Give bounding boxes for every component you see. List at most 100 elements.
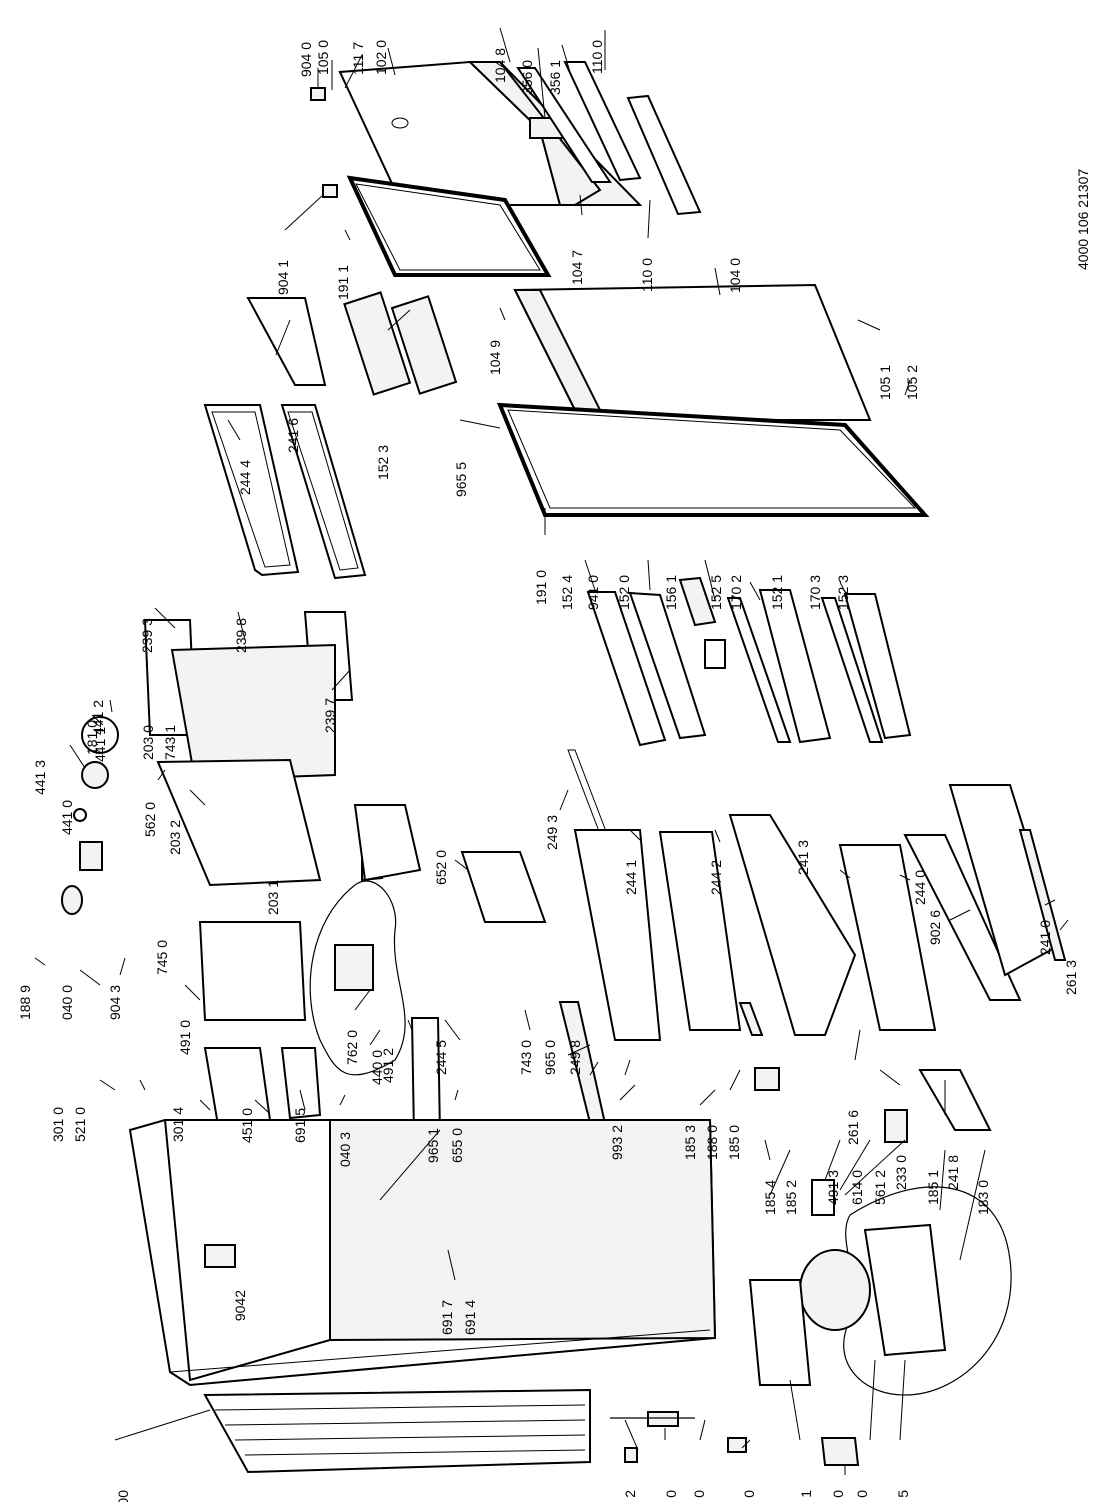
part-label-1523b: 152 3: [835, 575, 851, 610]
lower-drawer-parts: [754, 1067, 992, 1216]
part-label-7431: 743 1: [162, 725, 178, 760]
fridge-door-gasket: [496, 402, 930, 517]
part-label-9043: 904 3: [107, 985, 123, 1020]
part-label-1047: 104 7: [569, 250, 585, 285]
document-code: 4000 106 21307: [1075, 169, 1091, 270]
part-label-1525: 152 5: [708, 575, 724, 610]
part-label-3010: 301 0: [50, 1107, 66, 1142]
control-box: [309, 804, 422, 1076]
part-label-4410: 441 0: [59, 800, 75, 835]
part-label-0403: 040 3: [337, 1132, 353, 1167]
part-label-1100a: 110 0: [589, 40, 605, 74]
part-label-2442: 244 2: [708, 860, 724, 895]
part-label-2445: 244 5: [433, 1040, 449, 1075]
part-label-1911: 191 1: [335, 265, 351, 300]
part-label-3014: 301 4: [170, 1107, 186, 1142]
part-label-1051: 105 1: [877, 365, 893, 400]
part-label-7620: 762 0: [344, 1030, 360, 1065]
part-label-1880: 188 0: [704, 1125, 720, 1160]
part-label-2032: 203 2: [167, 820, 183, 855]
freezer-door-gasket: [346, 175, 552, 277]
part-label-4021: 402 1: [798, 1490, 814, 1502]
part-label-4910: 491 0: [177, 1020, 193, 1055]
part-label-1100b: 110 0: [639, 258, 655, 292]
part-label-4411: 441 1: [92, 727, 108, 762]
part-label-4020: 402 0: [854, 1490, 870, 1502]
part-label-4400: 440 0: [369, 1050, 385, 1085]
part-label-2418: 241 8: [945, 1155, 961, 1190]
part-label-9042: 9042: [232, 1290, 248, 1321]
part-label-2441: 244 1: [623, 860, 639, 895]
crisper-area: [410, 749, 1067, 1156]
part-label-2330: 233 0: [893, 1155, 909, 1190]
freezer-internal-components: [143, 611, 354, 1127]
part-label-6917: 691 7: [439, 1300, 455, 1335]
part-label-1048: 104 8: [492, 48, 508, 83]
part-label-1561: 156 1: [663, 575, 679, 610]
part-label-2616: 261 6: [845, 1110, 861, 1145]
part-label-6520: 652 0: [433, 850, 449, 885]
part-label-2444: 244 4: [237, 460, 253, 495]
part-label-1854: 185 4: [762, 1180, 778, 1215]
part-label-4412: 441 2: [90, 700, 106, 735]
part-label-2410: 241 0: [1037, 920, 1053, 955]
part-label-2031: 203 1: [265, 880, 281, 915]
part-label-6915: 691 5: [292, 1108, 308, 1143]
part-label-2416: 241 6: [285, 418, 301, 453]
cabinet-body: [128, 1119, 717, 1387]
condenser: [203, 1388, 747, 1474]
part-label-2413: 241 3: [795, 840, 811, 875]
part-label-1520: 152 0: [616, 575, 632, 610]
part-label-2397: 239 7: [322, 698, 338, 733]
part-label-1524: 152 4: [559, 575, 575, 610]
part-label-2498: 249 8: [567, 1040, 583, 1075]
part-label-1049: 104 9: [487, 340, 503, 375]
part-label-7640: 764 0: [663, 1490, 679, 1502]
freezer-door: [310, 60, 702, 216]
part-label-5210: 521 0: [72, 1107, 88, 1142]
part-label-1702: 170 2: [728, 575, 744, 610]
glass-shelves-upper: [203, 291, 458, 580]
part-label-5612: 561 2: [872, 1170, 888, 1205]
part-label-2398: 239 8: [233, 618, 249, 653]
fridge-door: [513, 283, 872, 422]
part-label-2440: 244 0: [912, 870, 928, 905]
compressor-area: [748, 1186, 1012, 1466]
part-label-7430: 743 0: [518, 1040, 534, 1075]
part-label-1117: 111 7: [350, 42, 366, 75]
part-label-1852: 185 2: [783, 1180, 799, 1215]
part-label-1052: 105 2: [904, 365, 920, 400]
part-label-2393: 239 3: [139, 618, 155, 653]
leader-lines: [34, 27, 1069, 1475]
part-label-1910: 191 0: [533, 570, 549, 605]
part-label-9932: 993 2: [609, 1125, 625, 1160]
part-label-4900: 490 0: [691, 1490, 707, 1502]
part-label-0400: 040 0: [59, 985, 75, 1020]
part-label-5620: 562 0: [142, 802, 158, 837]
part-label-2493: 249 3: [544, 815, 560, 850]
part-label-4025: 402 5: [895, 1490, 911, 1502]
part-label-1850: 185 0: [726, 1125, 742, 1160]
part-label-4510: 451 0: [239, 1108, 255, 1143]
part-label-2030: 203 0: [140, 725, 156, 760]
part-label-2613: 261 3: [1063, 960, 1079, 995]
part-label-9410: 941 0: [585, 575, 601, 610]
part-label-1830: 183 0: [975, 1180, 991, 1215]
part-label-3560: 356 0: [519, 60, 535, 95]
parts-artwork: [34, 27, 1069, 1475]
door-balconies: [586, 576, 912, 747]
part-label-1040: 104 0: [727, 258, 743, 293]
part-label-3561: 356 1: [547, 60, 563, 95]
part-label-1810: 181 0: [84, 720, 100, 755]
part-label-5710: 571 0: [830, 1490, 846, 1502]
part-label-1889: 188 9: [17, 985, 33, 1020]
part-label-9041: 904 1: [275, 260, 291, 295]
part-label-4913: 491 3: [825, 1170, 841, 1205]
part-label-4912: 491 2: [380, 1048, 396, 1083]
part-label-9655: 965 5: [453, 462, 469, 497]
part-label-1521: 152 1: [769, 575, 785, 610]
part-label-1703: 170 3: [807, 575, 823, 610]
part-label-4022: 402 2: [622, 1490, 638, 1502]
